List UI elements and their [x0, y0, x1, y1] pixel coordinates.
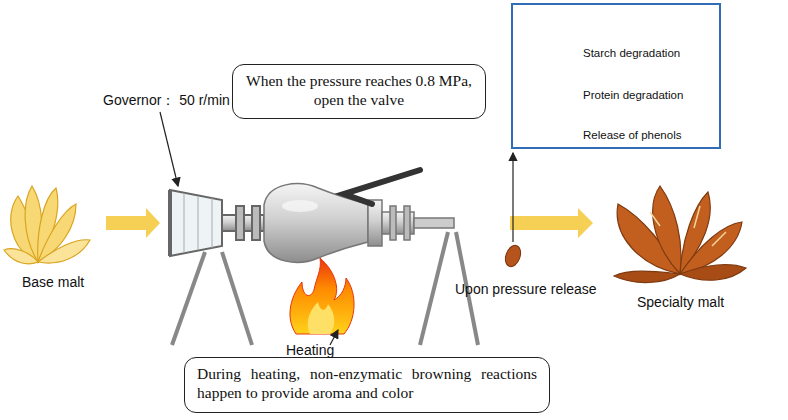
specialty-malt-figure: [614, 186, 746, 283]
box-text: When the pressure reaches 0.8 MPa, open …: [245, 71, 473, 110]
mechanism-label: Protein degradation: [583, 89, 683, 101]
grain-symbol: [503, 243, 524, 268]
leader-arrow: [160, 112, 178, 186]
note-box: During heating, non-enzymatic browning r…: [184, 357, 550, 413]
figure-label: Upon pressure release: [455, 281, 597, 297]
base-malt-figure: [4, 186, 90, 264]
figure-label: Governor： 50 r/min: [103, 92, 230, 110]
process-arrow: [106, 208, 160, 238]
mechanism-label: Release of phenols: [583, 129, 681, 141]
note-box: When the pressure reaches 0.8 MPa, open …: [232, 64, 486, 119]
figure-label: Heating: [286, 342, 334, 358]
mechanism-box: Starch degradationProtein degradationRel…: [511, 3, 721, 149]
figure-label: Base malt: [22, 274, 84, 290]
flame-symbol: [290, 258, 354, 334]
process-arrow: [510, 208, 593, 238]
mechanism-label: Starch degradation: [583, 47, 680, 59]
figure-label: Specialty malt: [637, 294, 724, 310]
governor-cage: [170, 190, 264, 256]
box-text: During heating, non-enzymatic browning r…: [197, 364, 537, 403]
valve-lever: [344, 170, 420, 204]
pressure-vessel: [264, 184, 454, 263]
leader-arrow: [512, 153, 513, 242]
